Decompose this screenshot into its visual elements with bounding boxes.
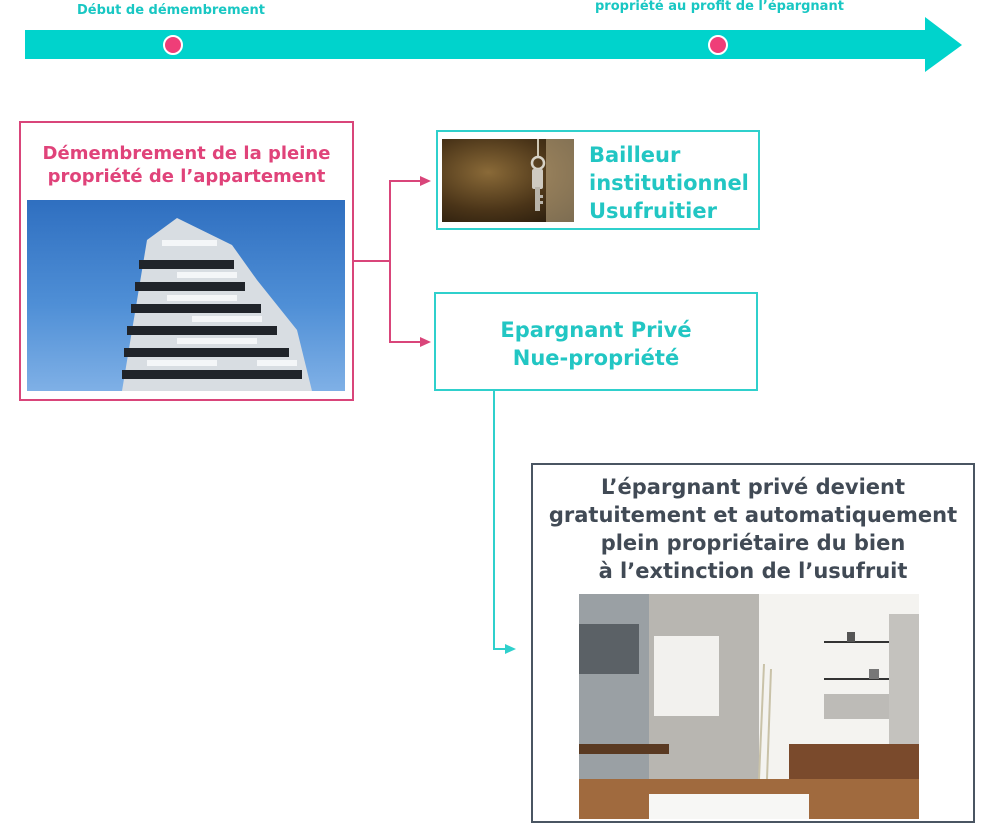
result-line1: L’épargnant privé devient — [600, 475, 905, 499]
timeline-arrow — [25, 17, 962, 72]
usufruct-line1: Bailleur — [589, 143, 681, 167]
usufruct-line2: institutionnel — [589, 171, 749, 195]
bare-line2: Nue-propriété — [512, 346, 680, 370]
source-box: Démembrement de la pleine propriété de l… — [19, 121, 354, 401]
connector-to-bare — [389, 261, 421, 343]
bare-ownership-box: Epargnant Privé Nue-propriété — [434, 292, 758, 391]
bare-title: Epargnant Privé Nue-propriété — [436, 316, 756, 372]
source-title-line1: Démembrement de la pleine — [42, 143, 331, 164]
result-box: L’épargnant privé devient gratuitement e… — [531, 463, 975, 823]
timeline-end-label: propriété au profit de l’épargnant — [595, 0, 844, 14]
connector-to-result — [493, 391, 506, 650]
usufruct-title: Bailleur institutionnel Usufruitier — [589, 141, 749, 225]
source-title-line2: propriété de l’appartement — [47, 166, 326, 187]
result-line2: gratuitement et automatiquement — [548, 503, 958, 527]
result-line3: plein propriétaire du bien — [600, 531, 906, 555]
building-photo — [27, 200, 345, 391]
arrowhead-bare — [420, 337, 431, 347]
result-line4: à l’extinction de l’usufruit — [598, 559, 908, 583]
bare-line1: Epargnant Privé — [500, 318, 692, 342]
timeline-start-dot — [163, 35, 183, 55]
source-title: Démembrement de la pleine propriété de l… — [21, 142, 352, 188]
arrowhead-result — [505, 644, 516, 654]
connector-to-usufruct — [389, 180, 421, 261]
keys-photo — [442, 139, 574, 222]
result-title: L’épargnant privé devient gratuitement e… — [533, 473, 973, 585]
timeline-end-dot — [708, 35, 728, 55]
interior-photo — [579, 594, 919, 819]
usufruct-box: Bailleur institutionnel Usufruitier — [436, 130, 760, 230]
usufruct-line3: Usufruitier — [589, 199, 717, 223]
timeline-start-label: Début de démembrement — [77, 3, 265, 18]
arrowhead-usufruct — [420, 176, 431, 186]
